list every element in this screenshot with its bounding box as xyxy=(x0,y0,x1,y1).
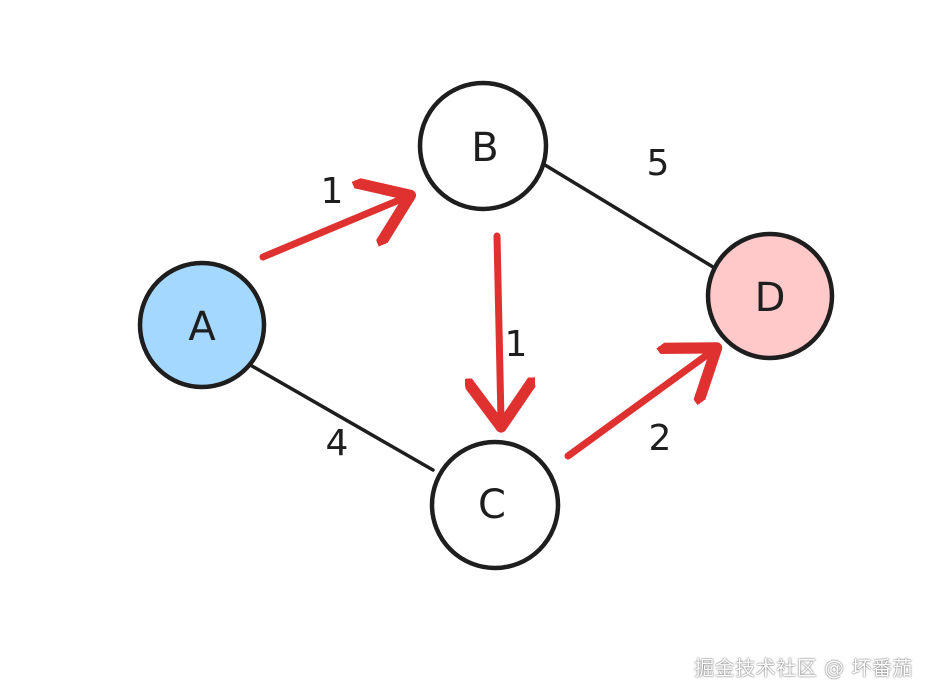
arrow-a-b xyxy=(259,198,404,261)
node-b: B xyxy=(417,80,549,212)
node-b-circle xyxy=(417,80,549,212)
edge-c-d-weight: 2 xyxy=(649,418,672,459)
edge-b-c-weight: 1 xyxy=(505,324,528,365)
edge-b-d-weight: 5 xyxy=(647,143,670,184)
node-c-label: C xyxy=(478,482,506,528)
edge-b-d xyxy=(543,163,720,272)
node-c-circle xyxy=(429,439,561,571)
node-d: D xyxy=(705,231,835,361)
node-d-circle xyxy=(705,231,835,361)
arrow-b-c xyxy=(497,232,501,420)
node-b-label: B xyxy=(471,125,498,171)
node-d-label: D xyxy=(755,275,786,321)
node-a-circle xyxy=(137,260,267,390)
arrow-c-d xyxy=(564,352,711,460)
watermark: 掘金技术社区 @ 坏番茄 xyxy=(694,656,913,680)
node-a-label: A xyxy=(188,304,216,350)
node-a: A xyxy=(137,260,267,390)
edge-a-b-weight: 1 xyxy=(321,171,344,212)
edge-a-c xyxy=(250,364,435,472)
edge-a-c-weight: 4 xyxy=(326,423,349,464)
node-c: C xyxy=(429,439,561,571)
